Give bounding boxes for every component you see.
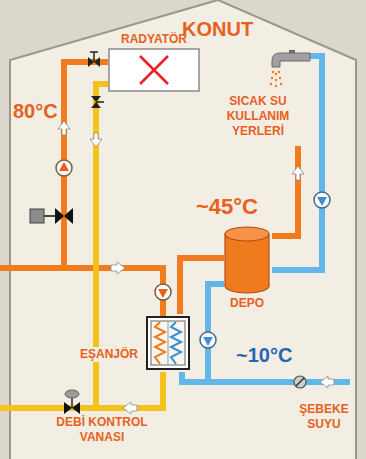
pipe-connector: [160, 372, 166, 388]
source-label: ŞEBEKE SUYU: [296, 402, 352, 432]
radiator-box: RADYATÖR: [108, 32, 202, 92]
flow-arrows: [58, 121, 334, 414]
pump-symbols: [56, 160, 330, 348]
tap-label: SICAK SU KULLANIM YERLERİ: [218, 94, 298, 139]
mains-valve: [294, 376, 306, 388]
radiator-symbol: [108, 48, 200, 92]
exchanger-label: EŞANJÖR: [78, 347, 140, 362]
pipe-connector: [96, 84, 108, 388]
tank-label: DEPO: [224, 296, 270, 311]
valve-label: DEBİ KONTROL VANASI: [52, 415, 152, 445]
pipe-connector: [272, 146, 298, 236]
temperature-label: 80°C: [13, 100, 58, 123]
return-pipes: [0, 386, 163, 408]
temperature-label: ~10°C: [236, 344, 292, 367]
heat-exchanger: EŞANJÖR: [78, 314, 192, 372]
exchanger-symbol: [146, 316, 190, 370]
pipe-connector: [272, 56, 322, 270]
radiator-valves: [88, 52, 104, 108]
temperature-label: ~45°C: [196, 194, 258, 219]
radiator-label: RADYATÖR: [108, 32, 200, 47]
flow-valve: DEBİ KONTROL VANASI: [48, 388, 168, 454]
tap-point: SICAK SU KULLANIM YERLERİ: [206, 50, 310, 146]
storage-tank: DEPO: [224, 226, 272, 320]
motor-valve: [30, 208, 73, 224]
tank-symbol: [224, 226, 270, 294]
tap-symbol: [262, 50, 310, 94]
building-title: KONUT: [182, 18, 253, 41]
hot-pipes: [0, 62, 163, 316]
